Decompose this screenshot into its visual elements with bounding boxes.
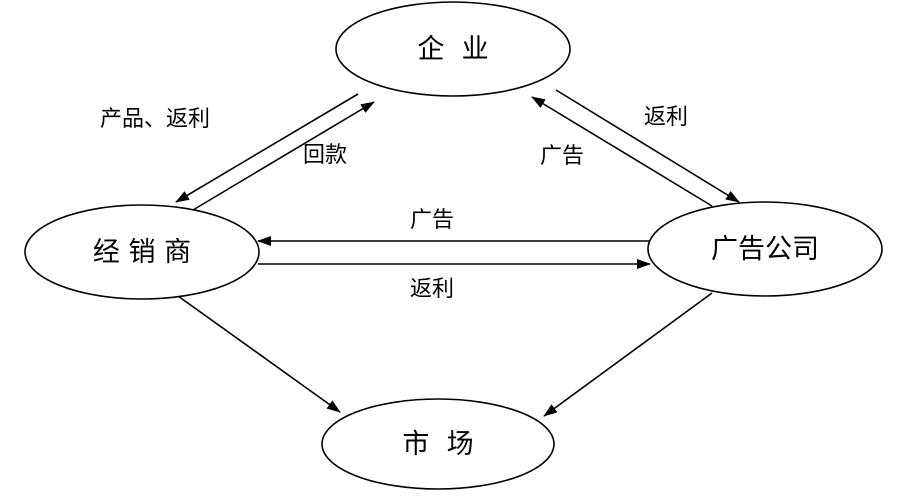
edge-label-ad-to-distributor: 广告 (410, 208, 454, 233)
node-ad-company-shape (647, 201, 883, 297)
edge-label-rebate-to-ad-company: 返利 (410, 277, 454, 302)
node-distributor-shape (24, 204, 260, 300)
node-distributor: 经 销 商 (24, 204, 260, 300)
node-market-label: 市 场 (402, 429, 473, 460)
node-ad-company: 广告公司 (647, 201, 883, 297)
edge-ad-company-to-market (543, 292, 713, 417)
edge-enterprise-to-distributor (175, 93, 359, 203)
node-enterprise-label: 企 业 (417, 34, 488, 65)
edge-distributor-to-enterprise (192, 101, 375, 211)
node-market: 市 场 (321, 398, 555, 490)
node-ad-company-label: 广告公司 (711, 234, 819, 265)
edge-enterprise-to-ad-company (555, 89, 740, 203)
edge-label-payment: 回款 (303, 143, 347, 168)
edge-label-rebate-to-ad: 返利 (644, 105, 688, 130)
edge-label-ad-to-enterprise: 广告 (540, 144, 584, 169)
edge-label-products-rebates: 产品、返利 (100, 107, 210, 132)
node-distributor-label: 经 销 商 (93, 237, 191, 268)
node-enterprise: 企 业 (335, 1, 571, 97)
edge-ad-company-to-enterprise (531, 96, 713, 207)
edge-distributor-to-market (177, 295, 341, 413)
node-enterprise-shape (335, 1, 571, 97)
node-market-shape (321, 398, 555, 490)
